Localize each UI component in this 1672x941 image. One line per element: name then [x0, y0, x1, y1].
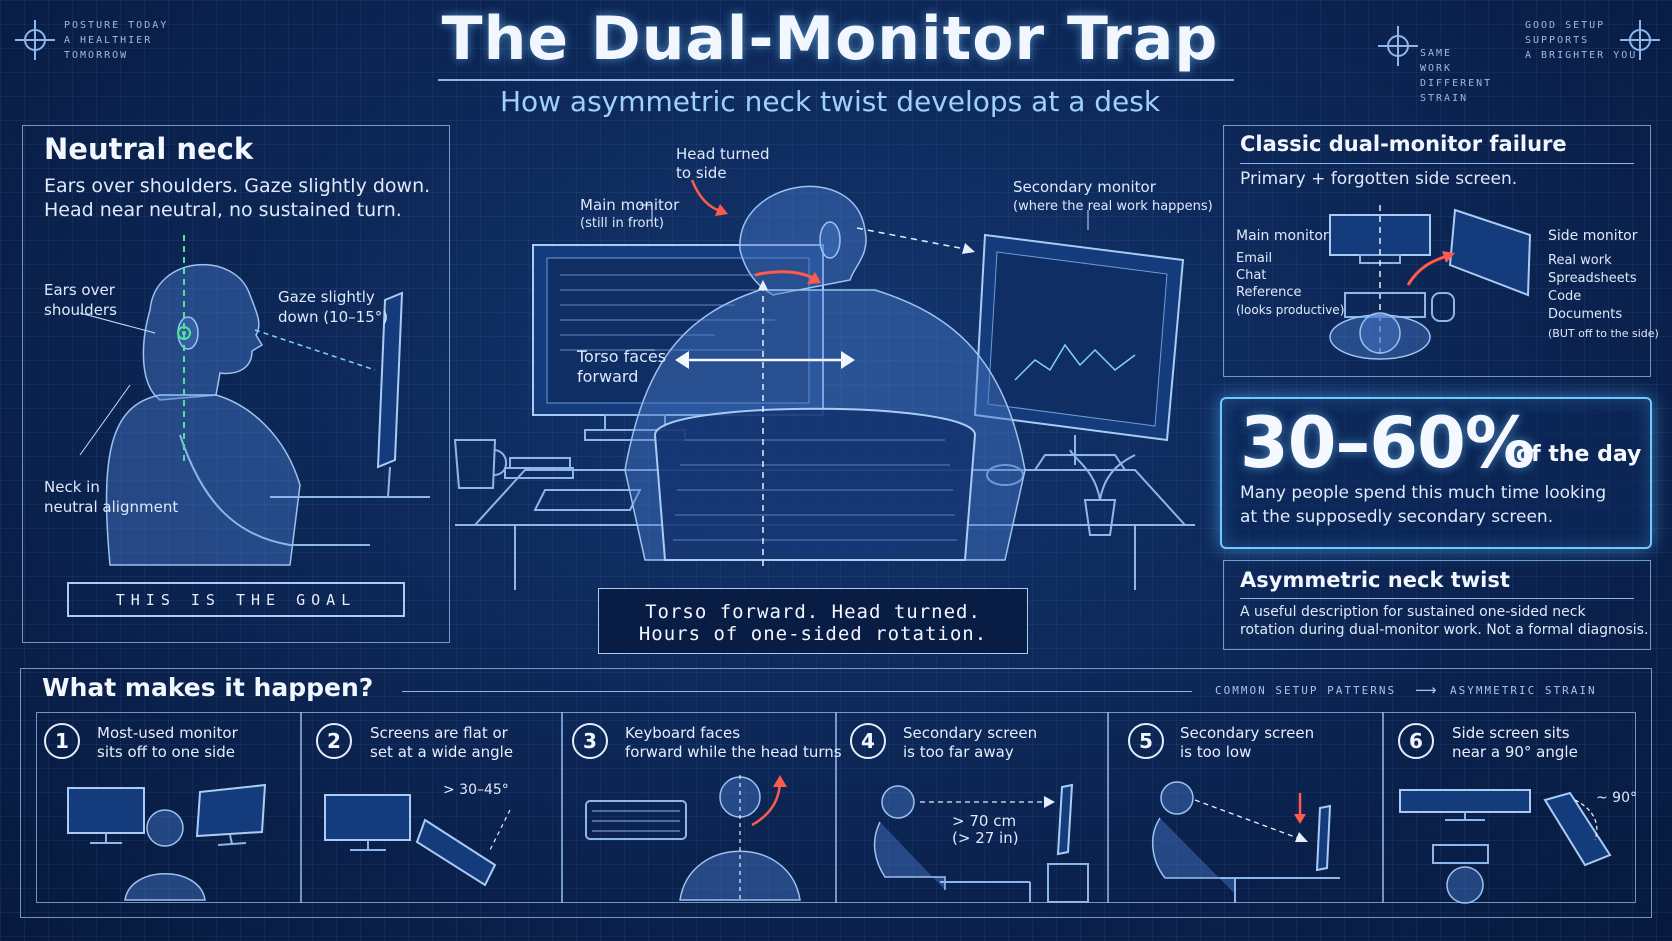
label-head-turned: Head turned to side [676, 145, 770, 182]
step-5-number: 5 [1128, 723, 1164, 759]
flow-left-label: COMMON SETUP PATTERNS [1215, 684, 1397, 697]
crosshair-icon [15, 20, 55, 60]
twist-desc-line1: A useful description for sustained one-s… [1240, 604, 1586, 620]
stat-desc-line2: at the supposedly secondary screen. [1240, 507, 1554, 527]
step-4-note: > 70 cm (> 27 in) [952, 812, 1019, 847]
step-divider [1382, 712, 1384, 903]
neutral-neck-title: Neutral neck [44, 132, 254, 166]
stat-panel [1220, 397, 1652, 549]
failure-main-item-email: Email [1236, 251, 1273, 266]
center-caption-line1: Torso forward. Head turned. [645, 601, 981, 623]
right-corner-note-a: SAME WORK DIFFERENT STRAIN [1420, 48, 1493, 104]
center-caption-line2: Hours of one-sided rotation. [638, 623, 988, 645]
stat-value: 30–60% [1240, 402, 1535, 484]
crosshair-icon [1378, 26, 1418, 66]
label-gaze-down: Gaze slightly down (10–15°) [278, 288, 389, 326]
failure-side-item-documents: Documents [1548, 307, 1623, 322]
label-neck-neutral: Neck in neutral alignment [44, 478, 179, 516]
failure-main-item-reference: Reference [1236, 285, 1302, 300]
failure-main-item-chat: Chat [1236, 268, 1267, 283]
step-2-illustration [324, 794, 511, 887]
causes-title: What makes it happen? [42, 673, 374, 702]
label-main-monitor: Main monitor [580, 196, 680, 214]
label-secondary-monitor-sub: (where the real work happens) [1013, 199, 1213, 214]
flow-arrow-icon: ⟶ [1415, 681, 1437, 699]
failure-side-item-real-work: Real work [1548, 253, 1612, 268]
step-3-number: 3 [572, 723, 608, 759]
step-4-text: Secondary screen is too far away [903, 724, 1038, 761]
causes-panel [20, 668, 1652, 918]
step-divider [1107, 712, 1109, 903]
neutral-desc-line2: Head near neutral, no sustained turn. [44, 199, 402, 221]
failure-main-label: Main monitor [1236, 228, 1329, 244]
asymmetric-twist-title: Asymmetric neck twist [1240, 568, 1510, 592]
center-caption-box: Torso forward. Head turned. Hours of one… [598, 588, 1028, 654]
step-1-number: 1 [44, 723, 80, 759]
causes-title-rule [402, 691, 1192, 692]
page-subtitle: How asymmetric neck twist develops at a … [499, 85, 1161, 118]
twist-title-rule [1240, 598, 1634, 599]
failure-title-rule [1240, 163, 1634, 164]
step-divider [561, 712, 563, 903]
classic-failure-subtitle: Primary + forgotten side screen. [1240, 169, 1518, 189]
step-6-note: ~ 90° [1596, 790, 1637, 806]
step-5-illustration [1152, 781, 1340, 903]
step-2-note: > 30–45° [443, 782, 509, 798]
top-down-desk-diagram [1329, 205, 1532, 360]
label-main-monitor-sub: (still in front) [580, 216, 664, 231]
crosshair-icon [1620, 20, 1660, 60]
failure-side-label: Side monitor [1548, 228, 1638, 244]
failure-side-item-note: (BUT off to the side) [1548, 327, 1659, 340]
step-6-illustration [1399, 789, 1612, 904]
step-3-text: Keyboard faces forward while the head tu… [625, 724, 842, 761]
goal-badge: THIS IS THE GOAL [67, 582, 405, 617]
classic-failure-title: Classic dual-monitor failure [1240, 132, 1567, 156]
step-divider [835, 712, 837, 903]
classic-failure-panel [1223, 125, 1651, 377]
step-6-text: Side screen sits near a 90° angle [1452, 724, 1578, 761]
step-1-illustration [67, 783, 267, 901]
failure-side-item-code: Code [1548, 289, 1582, 304]
stat-desc-line1: Many people spend this much time looking [1240, 483, 1607, 503]
page-title: The Dual-Monitor Trap [441, 4, 1219, 74]
neutral-desc-line1: Ears over shoulders. Gaze slightly down. [44, 175, 431, 197]
failure-main-item-note: (looks productive) [1236, 303, 1345, 317]
asymmetric-twist-panel [1223, 560, 1651, 650]
flow-right-label: ASYMMETRIC STRAIN [1450, 684, 1597, 697]
neutral-posture-figure [79, 235, 430, 566]
stat-suffix: of the day [1516, 442, 1642, 467]
left-corner-note: POSTURE TODAY A HEALTHIER TOMORROW [64, 20, 169, 61]
title-underline [438, 79, 1234, 81]
step-5-text: Secondary screen is too low [1180, 724, 1315, 761]
desk-scene-illustration [453, 179, 1195, 590]
neutral-neck-panel [22, 125, 450, 643]
step-4-illustration [873, 783, 1089, 903]
step-2-number: 2 [316, 723, 352, 759]
step-divider [300, 712, 302, 903]
step-1-text: Most-used monitor sits off to one side [97, 724, 238, 761]
failure-side-item-spreadsheets: Spreadsheets [1548, 271, 1637, 286]
twist-desc-line2: rotation during dual-monitor work. Not a… [1240, 622, 1649, 638]
step-2-text: Screens are flat or set at a wide angle [370, 724, 514, 761]
label-secondary-monitor: Secondary monitor [1013, 178, 1156, 196]
label-ears-over-shoulders: Ears over shoulders [44, 281, 117, 319]
step-3-illustration [585, 775, 801, 901]
step-6-number: 6 [1398, 723, 1434, 759]
step-4-number: 4 [850, 723, 886, 759]
label-torso-faces-forward: Torso faces forward [577, 347, 667, 386]
right-corner-note-b: GOOD SETUP SUPPORTS A BRIGHTER YOU [1525, 20, 1638, 61]
